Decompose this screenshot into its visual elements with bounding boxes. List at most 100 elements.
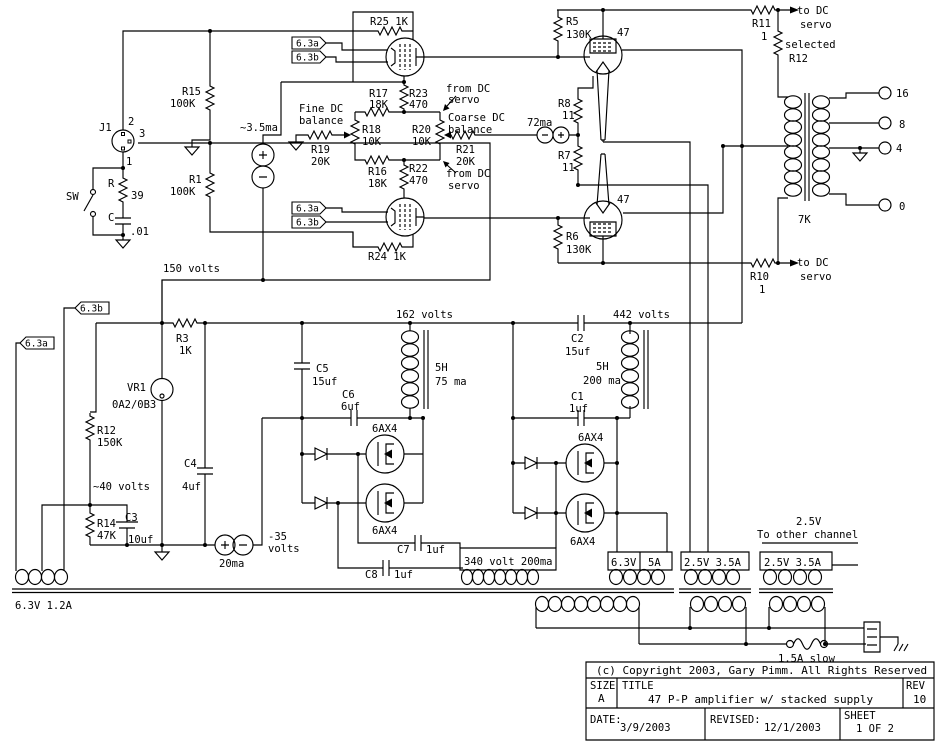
label-pin2: 2 bbox=[128, 116, 134, 128]
label-r16-value: 18K bbox=[368, 178, 388, 190]
schematic-labels: R25 1K R24 1K 6.3a 6.3b 6.3a 6.3b 6.3b 6… bbox=[15, 5, 909, 665]
label-other-channel: To other channel bbox=[757, 529, 858, 541]
label-340v-winding: 340 volt 200ma bbox=[464, 556, 553, 568]
label-r20-value: 10K bbox=[412, 136, 432, 148]
label-r: R bbox=[108, 178, 115, 190]
label-63v-winding: 6.3V bbox=[611, 557, 637, 569]
label-r6-value: 130K bbox=[566, 244, 592, 256]
label-pin1: 1 bbox=[126, 156, 132, 168]
wiring-power-supply bbox=[15, 82, 742, 571]
junction-dots bbox=[88, 8, 862, 646]
label-3.5ma: ~3.5ma bbox=[240, 122, 278, 134]
label-c7-value: 1uf bbox=[426, 544, 445, 556]
label-162-volts: 162 volts bbox=[396, 309, 453, 321]
label-r24: R24 1K bbox=[368, 251, 407, 263]
label-47-lower: 47 bbox=[617, 194, 630, 206]
title-label: TITLE bbox=[622, 680, 654, 692]
date-value: 3/9/2003 bbox=[620, 722, 671, 734]
speaker-tap-4 bbox=[878, 141, 892, 155]
label-fuse: 1.5A slow bbox=[778, 653, 836, 665]
current-source-72ma bbox=[536, 126, 570, 144]
label-coarse-dc-2: balance bbox=[448, 124, 492, 136]
current-source-20ma bbox=[214, 534, 254, 556]
label-r21-value: 20K bbox=[456, 156, 476, 168]
label-sw: SW bbox=[66, 191, 79, 203]
label-other-channel-v: 2.5V bbox=[796, 516, 822, 528]
wiring-mains bbox=[535, 542, 909, 653]
label-r17: R17 bbox=[369, 88, 388, 100]
speaker-tap-0 bbox=[878, 198, 892, 212]
label-r11: R11 bbox=[752, 18, 771, 30]
label-r12-supply-value: 150K bbox=[97, 437, 123, 449]
label-c5-value: 15uf bbox=[312, 376, 337, 388]
label-c1-value: 1uf bbox=[569, 403, 588, 415]
label-c6-value: 6uf bbox=[341, 401, 360, 413]
label-r1: R1 bbox=[189, 174, 202, 186]
wiring-output-stage bbox=[424, 9, 790, 552]
size-value: A bbox=[598, 692, 605, 705]
label-c6: C6 bbox=[342, 389, 355, 401]
j1-connector bbox=[111, 129, 135, 153]
label-r12-selected: R12 bbox=[789, 53, 808, 65]
label-r15: R15 bbox=[182, 86, 201, 98]
label-choke2-ma: 200 ma bbox=[583, 375, 621, 387]
label-to-dc-servo-1a: to DC bbox=[797, 5, 829, 17]
label-r23: R23 bbox=[409, 88, 428, 100]
label-r15-value: 100K bbox=[170, 98, 196, 110]
label-c4: C4 bbox=[184, 458, 197, 470]
label-c: C bbox=[108, 212, 114, 224]
label-r7: R7 bbox=[558, 150, 571, 162]
net-tags bbox=[19, 36, 388, 350]
label-r14-value: 47K bbox=[97, 530, 117, 542]
label-r22-value: 470 bbox=[409, 175, 428, 187]
label-63v-12a: 6.3V 1.2A bbox=[15, 600, 73, 612]
label-25v-winding-2: 2.5V 3.5A bbox=[764, 557, 822, 569]
label-selected: selected bbox=[785, 39, 836, 51]
label-c3-value: 10uf bbox=[128, 534, 153, 546]
label-r14: R14 bbox=[97, 518, 116, 530]
label-c2-value: 15uf bbox=[565, 346, 590, 358]
label-from-dc-servo-2b: servo bbox=[448, 180, 480, 192]
fuse-cap-right bbox=[819, 639, 829, 649]
label-r19: R19 bbox=[311, 144, 330, 156]
label-r1-value: 100K bbox=[170, 186, 196, 198]
label-coarse-dc: Coarse DC bbox=[448, 112, 505, 124]
label-choke1: 5H bbox=[435, 362, 448, 374]
label-vr1-type: 0A2/0B3 bbox=[112, 399, 156, 411]
label-r12-supply: R12 bbox=[97, 425, 116, 437]
label-r21: R21 bbox=[456, 144, 475, 156]
label-tap-16: 16 bbox=[896, 88, 909, 100]
label-fine-dc: Fine DC bbox=[299, 103, 343, 115]
date-label: DATE: bbox=[590, 714, 622, 726]
copyright-text: (c) Copyright 2003, Gary Pimm. All Right… bbox=[596, 664, 927, 677]
arrowheads bbox=[344, 6, 799, 267]
label-40-volts: ~40 volts bbox=[93, 481, 150, 493]
rev-label: REV bbox=[906, 680, 926, 692]
label-r20: R20 bbox=[412, 124, 431, 136]
label-tap-4: 4 bbox=[896, 143, 902, 155]
label-47-upper: 47 bbox=[617, 27, 630, 39]
label-5a-winding: 5A bbox=[648, 557, 661, 569]
label-c7: C7 bbox=[397, 544, 410, 556]
wiring-output-transformer bbox=[829, 92, 879, 206]
label-r11-value: 1 bbox=[761, 31, 767, 43]
label-from-dc-servo-1b: servo bbox=[448, 94, 480, 106]
label-r17-value: 18K bbox=[369, 99, 389, 111]
tag-6.3a: 6.3a bbox=[296, 39, 319, 50]
label-6ax4-3: 6AX4 bbox=[578, 432, 603, 444]
label-7k: 7K bbox=[798, 214, 811, 226]
label-25v-winding-1: 2.5V 3.5A bbox=[684, 557, 742, 569]
label-tap-8: 8 bbox=[899, 119, 905, 131]
sheet-label: SHEET bbox=[844, 710, 876, 722]
label-6ax4-4: 6AX4 bbox=[570, 536, 595, 548]
tag-6.3a: 6.3a bbox=[296, 204, 319, 215]
label-442-volts: 442 volts bbox=[613, 309, 670, 321]
sheet-value: 1 OF 2 bbox=[856, 723, 894, 735]
label-r10-value: 1 bbox=[759, 284, 765, 296]
revised-value: 12/1/2003 bbox=[764, 722, 821, 734]
label-r16: R16 bbox=[368, 166, 387, 178]
label-72ma: 72ma bbox=[527, 117, 552, 129]
label-r23-value: 470 bbox=[409, 99, 428, 111]
label-r5: R5 bbox=[566, 16, 579, 28]
